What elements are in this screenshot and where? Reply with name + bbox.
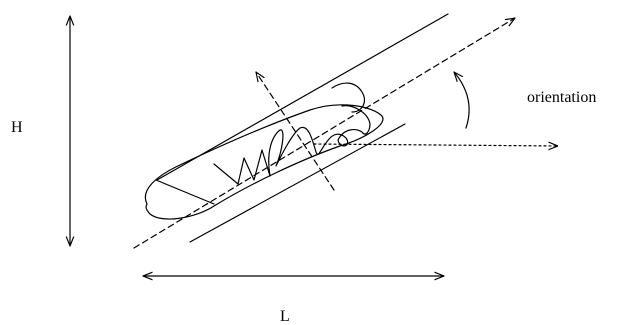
- orientation-angle-arc: [454, 72, 470, 129]
- lower-bounding-line: [189, 123, 406, 243]
- handwriting-scribble: [155, 105, 371, 205]
- horizontal-reference-dotted: [313, 144, 559, 146]
- orientation-label: orientation: [527, 89, 596, 106]
- handwriting-flourish: [331, 82, 365, 113]
- main-axis-dashed: [133, 18, 515, 249]
- perpendicular-axis-dashed: [256, 72, 335, 191]
- handwriting-outline: [144, 104, 384, 220]
- height-label: H: [11, 119, 23, 136]
- length-label: L: [280, 308, 290, 325]
- upper-bounding-line: [156, 13, 449, 181]
